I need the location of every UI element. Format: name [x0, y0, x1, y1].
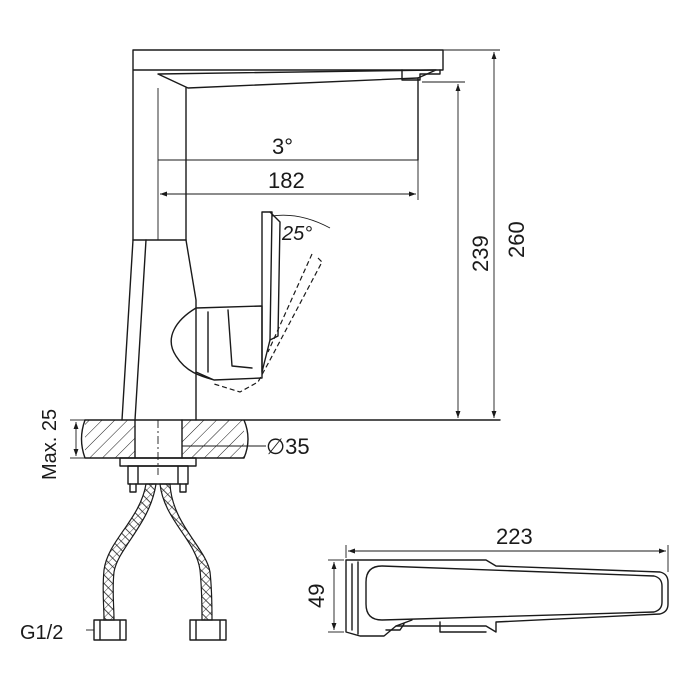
spout-height-label: 239 [468, 235, 493, 272]
fixing-nut [127, 465, 189, 485]
mounting-shank [134, 419, 183, 459]
spout-reach-label: 182 [268, 168, 305, 193]
top-view-handle [365, 565, 663, 621]
spout-outer-outline [132, 49, 444, 241]
top-view-detail [395, 619, 487, 633]
hose-nut-right [189, 619, 227, 641]
top-width-label: 49 [304, 584, 329, 608]
countertop-section-right [182, 420, 244, 458]
fixing-stud-left [129, 483, 137, 493]
body-outline [121, 239, 197, 421]
aerator [401, 69, 441, 81]
top-view-base [351, 561, 359, 635]
cartridge-housing [170, 305, 263, 381]
lever-angle-arc [271, 214, 331, 229]
body-inner [134, 239, 147, 421]
spout-arm-lower [157, 69, 437, 89]
faucet-top-view [345, 559, 669, 637]
handle-lever-tilted-2 [267, 253, 313, 353]
faucet-side-view [80, 49, 501, 641]
flex-hose-left [102, 483, 157, 621]
hole-diameter-label: ∅35 [266, 434, 310, 459]
top-view-body [345, 559, 669, 637]
fixing-washer [119, 457, 197, 467]
spout-angle-label: 3° [272, 134, 293, 159]
handle-lever-tilted [213, 257, 323, 393]
max-thickness-label: Max. 25 [39, 409, 61, 480]
fixing-stud-right [179, 483, 187, 493]
total-height-label: 260 [504, 221, 529, 258]
thread-label: G1/2 [20, 622, 63, 644]
countertop-section-left [85, 420, 135, 458]
flex-hose-right [159, 483, 213, 621]
top-view-dimensions: 223 49 [304, 524, 669, 633]
cartridge-detail [207, 309, 253, 373]
handle-lever [261, 211, 273, 373]
hose-nut-left [93, 619, 127, 641]
lever-angle-label: 25° [281, 223, 312, 245]
top-length-label: 223 [496, 524, 533, 549]
top-view-aerator [385, 623, 405, 631]
side-view-dimensions: 3° 182 25° 239 260 Max. 25 ∅35 G1/2 [20, 49, 529, 644]
